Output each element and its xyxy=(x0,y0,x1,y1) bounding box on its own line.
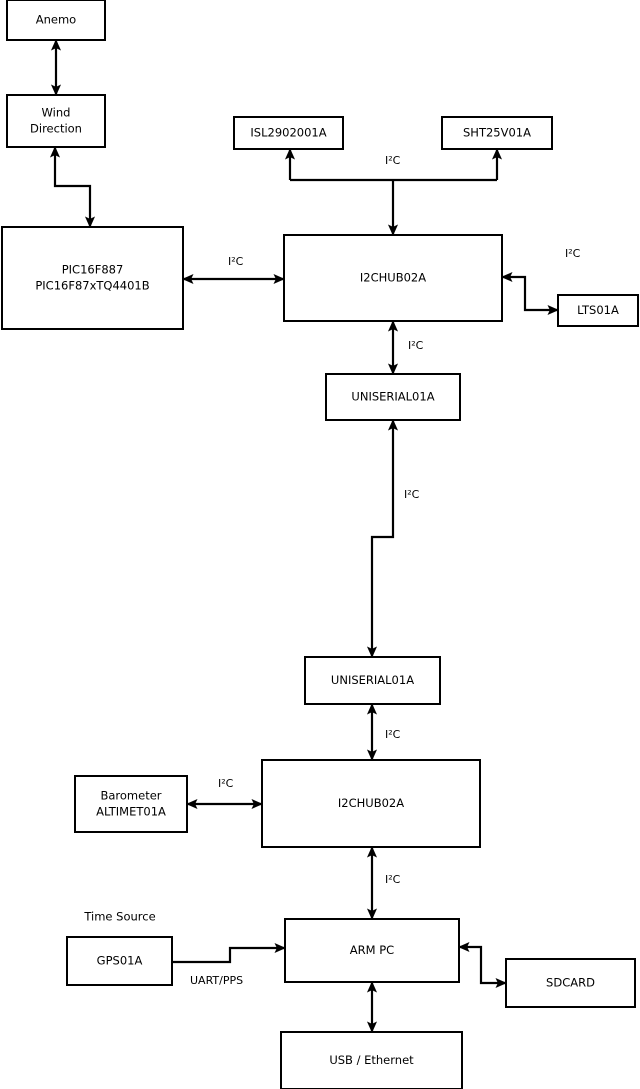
edge-pic-i2chub-top: I²C xyxy=(182,255,285,285)
node-box[interactable] xyxy=(284,918,460,983)
edge-uniserial-i2chub-bottom: I²C xyxy=(366,703,401,761)
node-box[interactable] xyxy=(66,936,173,986)
node-box[interactable] xyxy=(233,116,344,150)
node-sdcard[interactable]: SDCARD xyxy=(505,958,636,1008)
edge-uniserial-link: I²C xyxy=(366,419,420,658)
edge-label: I²C xyxy=(218,777,234,790)
edge-label: I²C xyxy=(404,488,420,501)
node-label: PIC16F887 xyxy=(62,263,124,277)
node-label: Anemo xyxy=(36,13,76,27)
node-label: PIC16F87xTQ4401B xyxy=(35,279,149,293)
node-box[interactable] xyxy=(6,94,106,148)
node-label: Direction xyxy=(30,122,82,136)
node-label: I2CHUB02A xyxy=(360,271,426,285)
edge-label: I²C xyxy=(385,154,401,167)
edge-label: I²C xyxy=(385,728,401,741)
node-uniserial-top[interactable]: UNISERIAL01A xyxy=(325,373,461,421)
node-box[interactable] xyxy=(441,116,553,150)
node-i2chub-bottom[interactable]: I2CHUB02A xyxy=(261,759,481,848)
free-labels-layer: Time Source xyxy=(83,910,155,924)
node-label: SDCARD xyxy=(546,976,595,990)
node-sht25v01a[interactable]: SHT25V01A xyxy=(441,116,553,150)
node-label: ALTIMET01A xyxy=(96,805,166,819)
node-label: USB / Ethernet xyxy=(329,1053,414,1067)
edge-label: I²C xyxy=(228,255,244,268)
edge-line xyxy=(458,941,507,989)
node-usb-ethernet[interactable]: USB / Ethernet xyxy=(280,1031,463,1089)
node-label: Wind xyxy=(42,106,71,120)
edge-i2chub-lts: I²C xyxy=(501,247,581,316)
edge-line xyxy=(501,271,559,316)
edge-label: I²C xyxy=(385,873,401,886)
node-label: ARM PC xyxy=(350,943,394,957)
node-label: Barometer xyxy=(100,789,161,803)
edge-line xyxy=(49,146,96,228)
edge-wind-pic xyxy=(49,146,96,228)
node-box[interactable] xyxy=(1,226,184,330)
node-box[interactable] xyxy=(557,294,639,327)
node-box[interactable] xyxy=(74,775,188,833)
node-anemo[interactable]: Anemo xyxy=(6,0,106,41)
node-label: UNISERIAL01A xyxy=(351,390,434,404)
node-label: LTS01A xyxy=(577,303,619,317)
node-box[interactable] xyxy=(6,0,106,41)
edge-gps-armpc: UART/PPS xyxy=(172,942,286,987)
node-i2chub-top[interactable]: I2CHUB02A xyxy=(283,234,503,322)
node-arm-pc[interactable]: ARM PC xyxy=(284,918,460,983)
edge-i2chub-uniserial-top: I²C xyxy=(387,320,424,375)
node-isl2902001a[interactable]: ISL2902001A xyxy=(233,116,344,150)
node-box[interactable] xyxy=(325,373,461,421)
label-time-source: Time Source xyxy=(83,910,155,924)
node-box[interactable] xyxy=(261,759,481,848)
node-box[interactable] xyxy=(283,234,503,322)
node-gps01a[interactable]: GPS01A xyxy=(66,936,173,986)
node-label: I2CHUB02A xyxy=(338,796,404,810)
node-label: ISL2902001A xyxy=(250,126,326,140)
edge-i2chub-armpc: I²C xyxy=(366,846,401,920)
node-label: UNISERIAL01A xyxy=(331,673,414,687)
edge-barometer-i2chub: I²C xyxy=(186,777,263,810)
node-label: SHT25V01A xyxy=(463,126,531,140)
node-uniserial-bottom[interactable]: UNISERIAL01A xyxy=(304,656,441,705)
edges-layer: I²C I²C I²C I²C I²C I²C I²C I²C UART/PPS xyxy=(49,39,581,1033)
node-lts01a[interactable]: LTS01A xyxy=(557,294,639,327)
node-label: GPS01A xyxy=(97,954,143,968)
edge-i2chub-topbus: I²C xyxy=(290,154,497,182)
edge-label: I²C xyxy=(565,247,581,260)
node-box[interactable] xyxy=(280,1031,463,1089)
node-box[interactable] xyxy=(304,656,441,705)
edge-line xyxy=(172,942,286,964)
edge-line xyxy=(366,419,399,658)
edge-armpc-sdcard xyxy=(458,941,507,989)
edge-label: UART/PPS xyxy=(190,974,243,987)
node-box[interactable] xyxy=(505,958,636,1008)
edge-label: I²C xyxy=(408,339,424,352)
